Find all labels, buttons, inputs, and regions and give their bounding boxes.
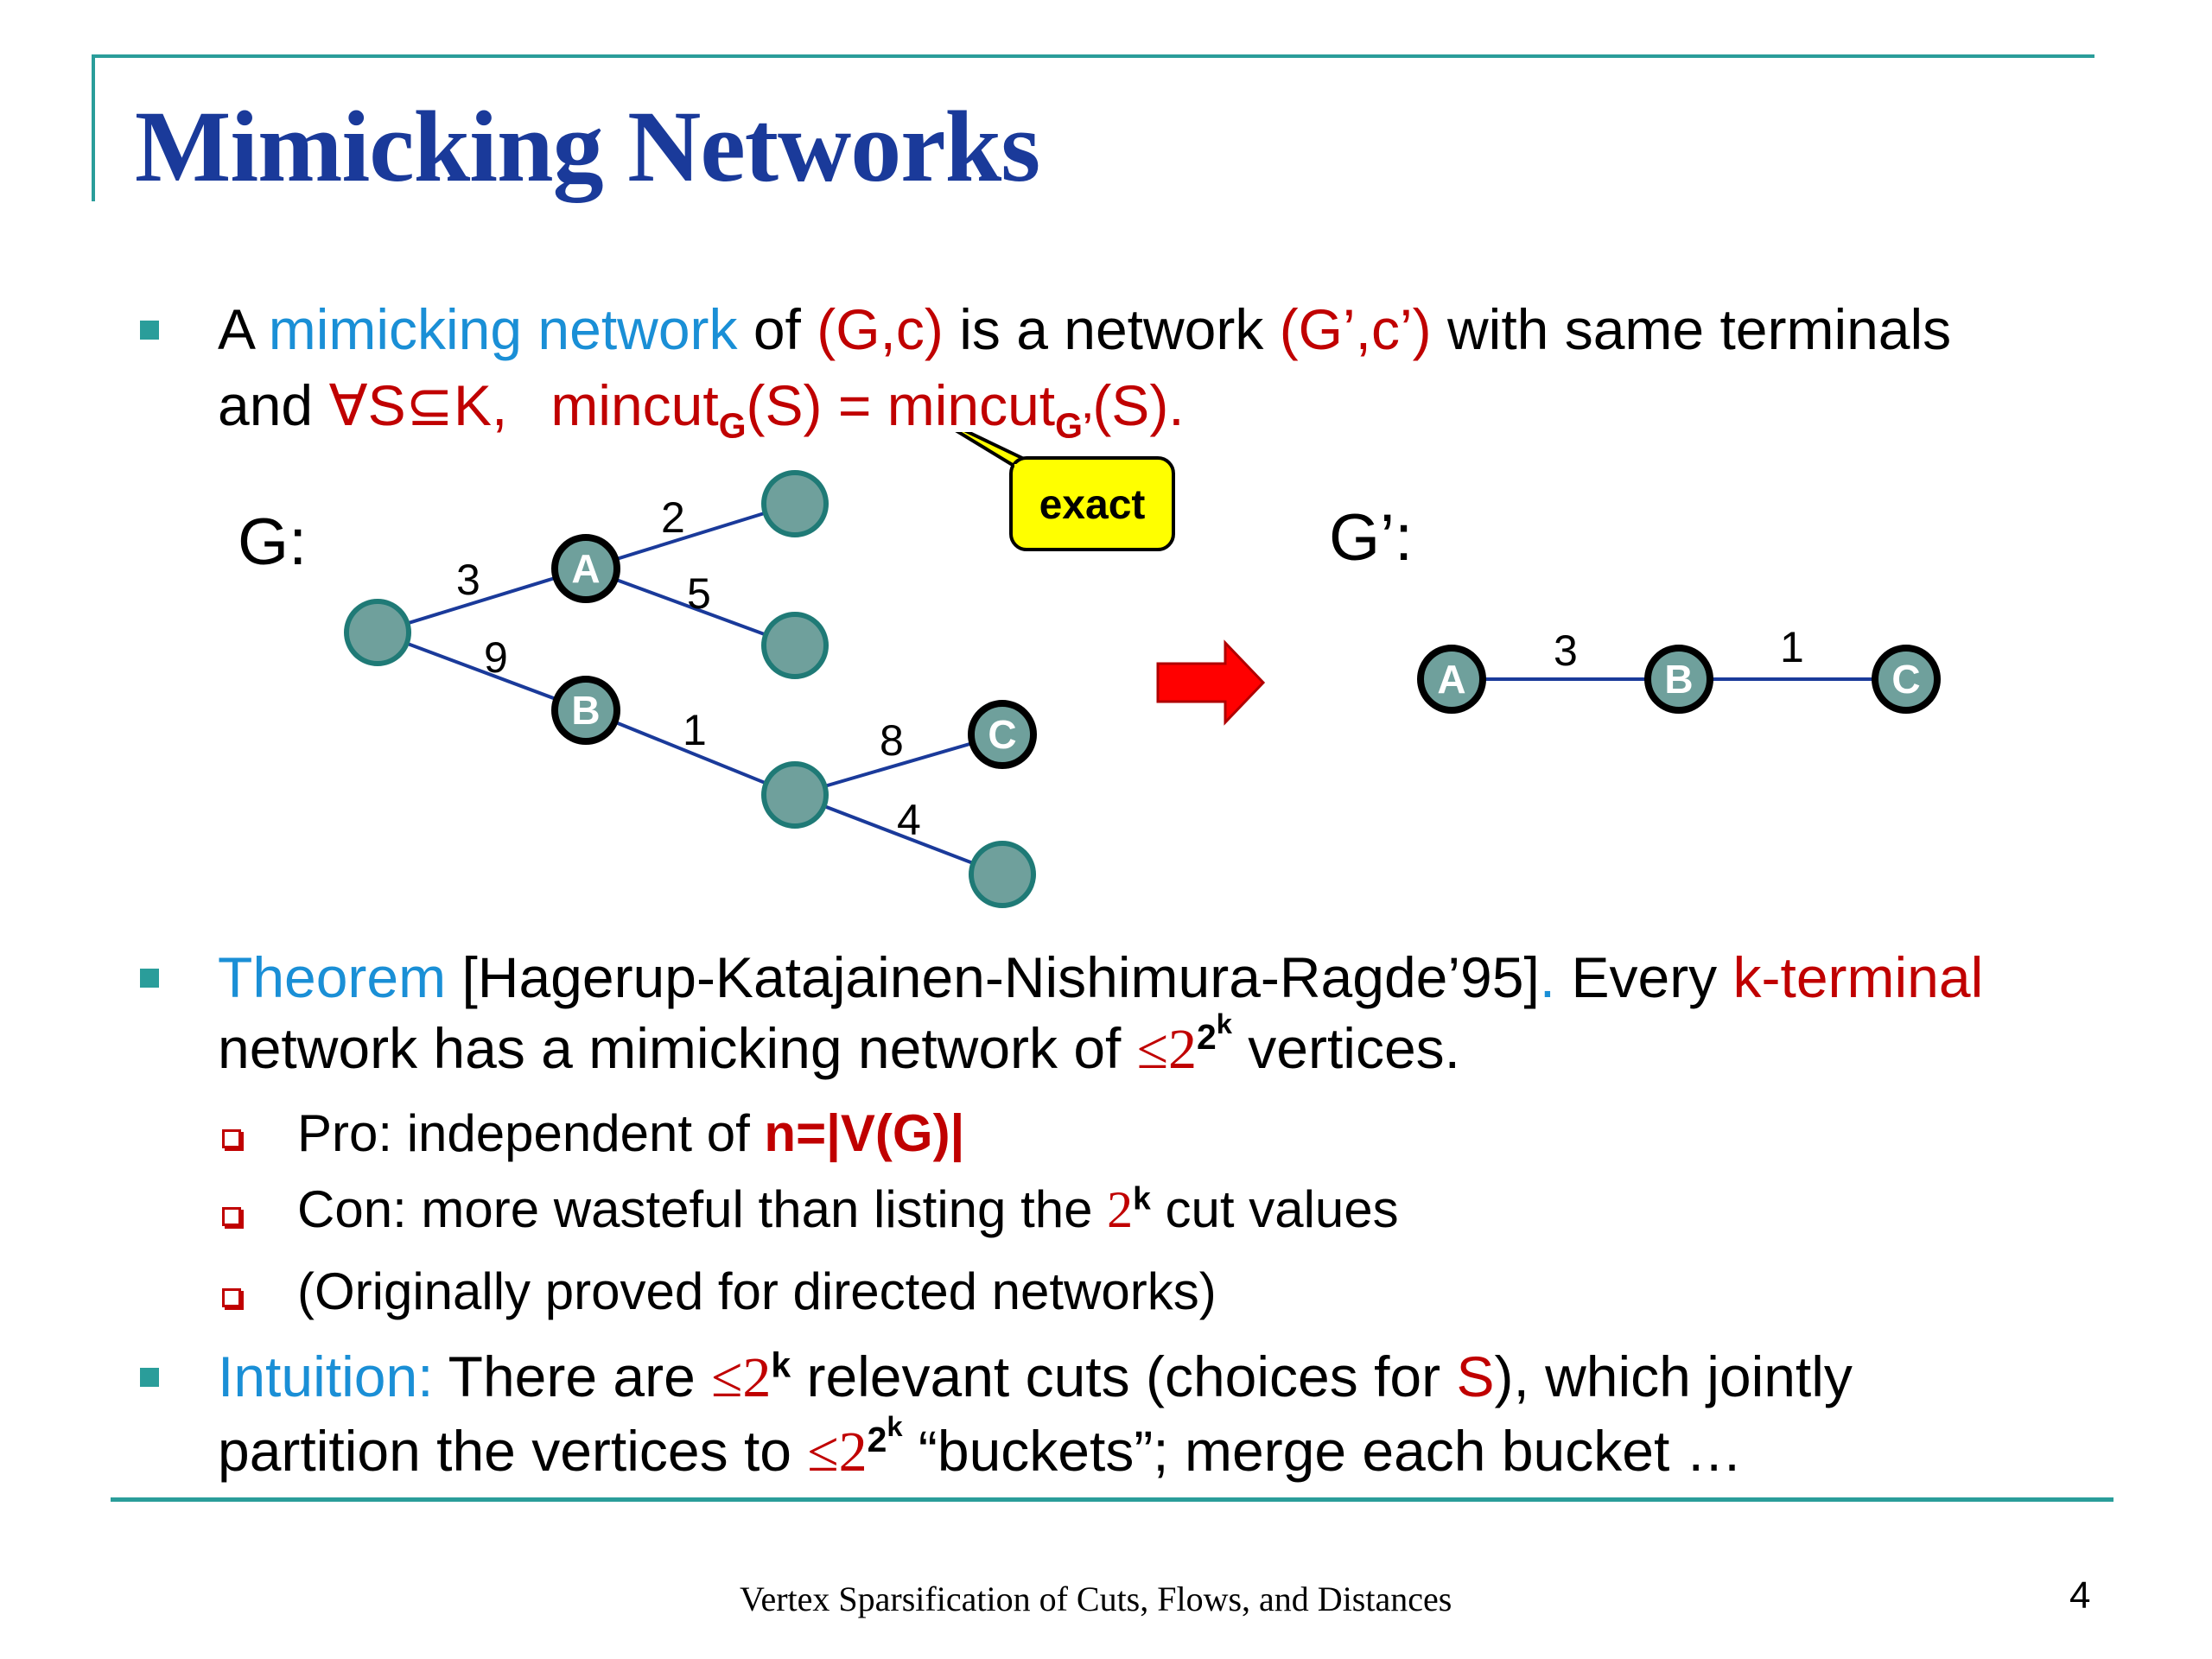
edge-weight: 4 <box>897 796 921 844</box>
terminal-node-a-prime <box>1417 645 1486 714</box>
arrow-right-icon <box>1156 639 1266 726</box>
svg-text:C: C <box>1891 657 1920 702</box>
bullet3-line2: partition the vertices to ≤22k “buckets”… <box>218 1409 1743 1484</box>
edge-weight: 5 <box>687 569 711 618</box>
svg-text:B: B <box>1664 657 1693 702</box>
svg-text:C: C <box>988 712 1016 757</box>
graph-node <box>761 612 829 679</box>
graph-node <box>344 599 411 666</box>
svg-text:A: A <box>571 546 600 591</box>
svg-text:B: B <box>571 688 600 733</box>
left-rule <box>92 54 95 201</box>
edge-weight: 8 <box>880 716 904 765</box>
edge-weight: 1 <box>1780 623 1804 671</box>
terminal-node-a <box>551 534 620 603</box>
edge-weight: 9 <box>484 633 508 682</box>
edge-weight: 3 <box>456 556 480 604</box>
term-mimicking-network: mimicking network <box>268 297 738 361</box>
bullet2-line2: network has a mimicking network of ≤22k … <box>218 1007 1461 1081</box>
slide-title: Mimicking Networks <box>135 90 1040 203</box>
sub-bullet-original: (Originally proved for directed networks… <box>297 1262 1217 1320</box>
term-intuition: Intuition: <box>218 1344 434 1408</box>
edge-weight: 3 <box>1554 626 1578 675</box>
bullet2-line1: Theorem [Hagerup-Katajainen-Nishimura-Ra… <box>218 945 1984 1009</box>
graph-node <box>969 841 1036 908</box>
callout-label: exact <box>1039 482 1146 528</box>
sub-bullet-marker <box>222 1288 241 1307</box>
terminal-node-c-prime <box>1872 645 1941 714</box>
page-number: 4 <box>2069 1574 2091 1617</box>
sub-bullet-marker <box>222 1129 241 1148</box>
bullet3-line1: Intuition: There are ≤2k relevant cuts (… <box>218 1344 1853 1409</box>
top-rule <box>92 54 2094 58</box>
sub-bullet-pro: Pro: independent of n=|V(G)| <box>297 1104 965 1162</box>
graph-node <box>761 761 829 829</box>
bullet-marker <box>140 969 159 988</box>
bullet-marker <box>140 321 159 340</box>
bullet1-line2: and ∀S⊆K,mincutG(S) = mincutG’(S). <box>218 373 1185 446</box>
terminal-node-c <box>968 700 1037 769</box>
footer-title: Vertex Sparsification of Cuts, Flows, an… <box>740 1580 1452 1618</box>
terminal-node-b <box>551 676 620 745</box>
edge-weight: 2 <box>661 493 685 542</box>
graph-node <box>761 470 829 537</box>
edge-weight: 1 <box>683 706 707 754</box>
graph-g-label: G: <box>238 505 307 579</box>
graph-gp-label: G’: <box>1329 501 1413 575</box>
bullet1-line1: A mimicking network of (G,c) is a networ… <box>218 297 1952 361</box>
svg-text:A: A <box>1437 657 1465 702</box>
graph-diagram: exact G: G’: 3 9 2 5 1 8 4 A B C <box>238 432 1941 908</box>
terminal-node-b-prime <box>1644 645 1713 714</box>
bottom-rule <box>111 1497 2113 1502</box>
term-theorem: Theorem <box>218 945 447 1009</box>
bullet-marker <box>140 1368 159 1387</box>
sub-bullet-con: Con: more wasteful than listing the 2k c… <box>297 1179 1399 1238</box>
sub-bullet-marker <box>222 1207 241 1226</box>
